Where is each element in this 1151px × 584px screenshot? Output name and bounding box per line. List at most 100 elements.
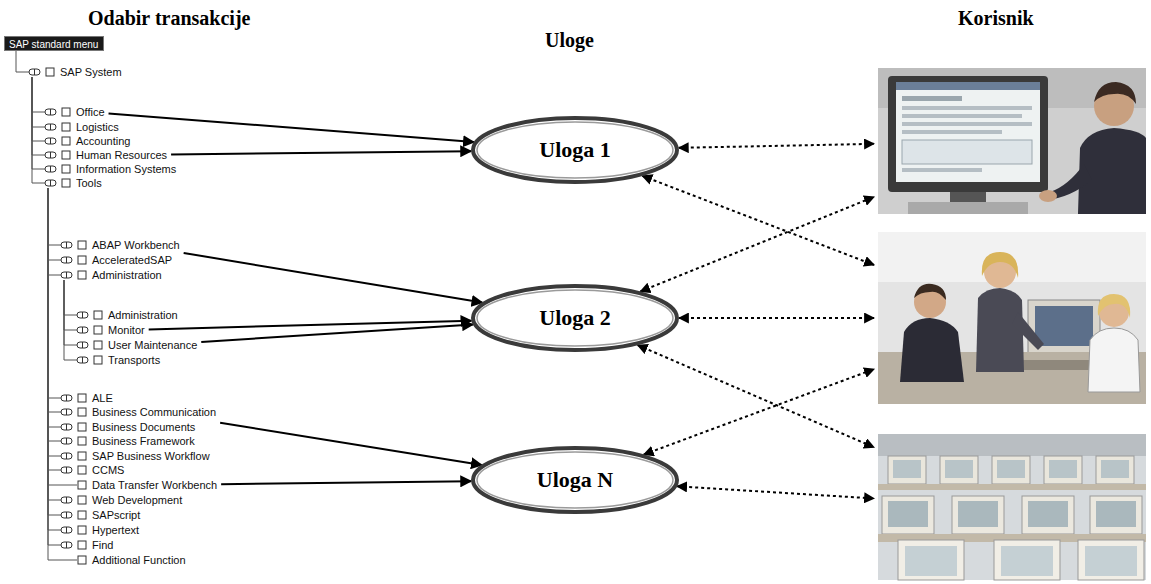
expand-icon — [61, 257, 72, 263]
folder-icon — [78, 408, 86, 416]
assignment-arrow — [184, 253, 483, 303]
role-ellipse: Uloga N — [470, 445, 680, 515]
expand-icon — [66, 467, 67, 473]
expand-icon — [50, 166, 51, 172]
menu-text: SAPscript — [92, 508, 140, 522]
assignment-arrow — [171, 151, 471, 154]
folder-icon — [78, 526, 86, 534]
folder-icon — [94, 356, 102, 364]
menu-item: Business Framework — [92, 434, 195, 448]
folder-icon — [78, 511, 86, 519]
menu-text: User Maintenance — [108, 338, 197, 352]
menu-item: CCMS — [92, 463, 124, 477]
folder-icon — [94, 326, 102, 334]
ellipse-inner-ring — [477, 452, 673, 508]
menu-item: Human Resources — [76, 148, 167, 162]
expand-icon — [66, 242, 67, 248]
ellipse-inner-ring — [477, 122, 673, 178]
menu-item: Hypertext — [92, 523, 139, 537]
user-photo-illustration — [878, 434, 1146, 580]
expand-icon — [66, 395, 67, 401]
menu-item: Information Systems — [76, 162, 176, 176]
user-role-link — [679, 144, 874, 148]
expand-icon — [34, 69, 35, 75]
assignment-arrow — [221, 481, 471, 484]
tree-line — [48, 560, 77, 561]
assignment-arrow — [220, 423, 482, 465]
expand-icon — [66, 542, 67, 548]
expand-icon — [66, 453, 67, 459]
user-role-link — [644, 369, 874, 454]
ellipse-ring — [473, 118, 677, 182]
menu-item: Office — [76, 105, 105, 119]
user-photo — [878, 68, 1146, 214]
expand-icon — [45, 124, 56, 130]
expand-icon — [66, 409, 67, 415]
menu-item: Tools — [76, 176, 102, 190]
expand-icon — [77, 357, 88, 363]
tree-line — [32, 183, 45, 184]
assignment-arrow — [201, 325, 473, 342]
menu-item: Web Development — [92, 493, 182, 507]
menu-text: CCMS — [92, 463, 124, 477]
user-role-link — [677, 486, 874, 498]
user-photo-illustration — [878, 68, 1146, 214]
expand-icon — [66, 512, 67, 518]
tree-line — [32, 127, 45, 128]
expand-icon — [61, 409, 72, 415]
tree-line — [48, 485, 77, 486]
expand-icon — [50, 109, 51, 115]
folder-icon — [78, 496, 86, 504]
expand-icon — [77, 312, 88, 318]
expand-icon — [61, 512, 72, 518]
expand-icon — [66, 257, 67, 263]
menu-text: Business Documents — [92, 420, 195, 434]
expand-icon — [82, 312, 83, 318]
expand-icon — [61, 497, 72, 503]
menu-text: ALE — [92, 391, 113, 405]
folder-icon — [78, 481, 86, 489]
menu-item: Administration — [92, 268, 162, 282]
tree-line — [64, 360, 77, 361]
user-role-link — [679, 317, 874, 319]
menu-text: Data Transfer Workbench — [92, 478, 217, 492]
tree-line — [32, 169, 45, 170]
folder-icon — [62, 179, 70, 187]
menu-text: Hypertext — [92, 523, 139, 537]
tree-line — [48, 515, 61, 516]
role-name: Uloga 1 — [539, 137, 611, 163]
menu-text: Administration — [92, 268, 162, 282]
expand-icon — [50, 124, 51, 130]
menu-item: Monitor — [108, 323, 145, 337]
expand-icon — [50, 152, 51, 158]
menu-header: SAP standard menu — [4, 36, 104, 51]
expand-icon — [77, 327, 88, 333]
tree-line — [16, 72, 29, 73]
expand-icon — [29, 69, 40, 75]
menu-text: Find — [92, 538, 113, 552]
tree-line — [48, 456, 61, 457]
tree-line — [48, 398, 61, 399]
menu-text: Business Communication — [92, 405, 216, 419]
folder-icon — [78, 241, 86, 249]
role-name: Uloga 2 — [539, 305, 611, 331]
expand-icon — [66, 497, 67, 503]
tree-line — [32, 141, 45, 142]
role-ellipse: Uloga 2 — [470, 283, 680, 353]
menu-text: Business Framework — [92, 434, 195, 448]
ellipse-ring — [473, 286, 677, 350]
user-role-link — [638, 345, 874, 447]
expand-icon — [61, 453, 72, 459]
menu-item: SAP Business Workflow — [92, 449, 210, 463]
tree-line — [64, 330, 77, 331]
menu-text: Web Development — [92, 493, 182, 507]
menu-text: ABAP Workbench — [92, 238, 180, 252]
expand-icon — [66, 272, 67, 278]
menu-item: Additional Function — [92, 553, 186, 567]
menu-item: Business Documents — [92, 420, 195, 434]
expand-icon — [61, 242, 72, 248]
folder-icon — [94, 311, 102, 319]
user-photo — [878, 434, 1146, 580]
ellipse-ring — [473, 448, 677, 512]
expand-icon — [82, 327, 83, 333]
